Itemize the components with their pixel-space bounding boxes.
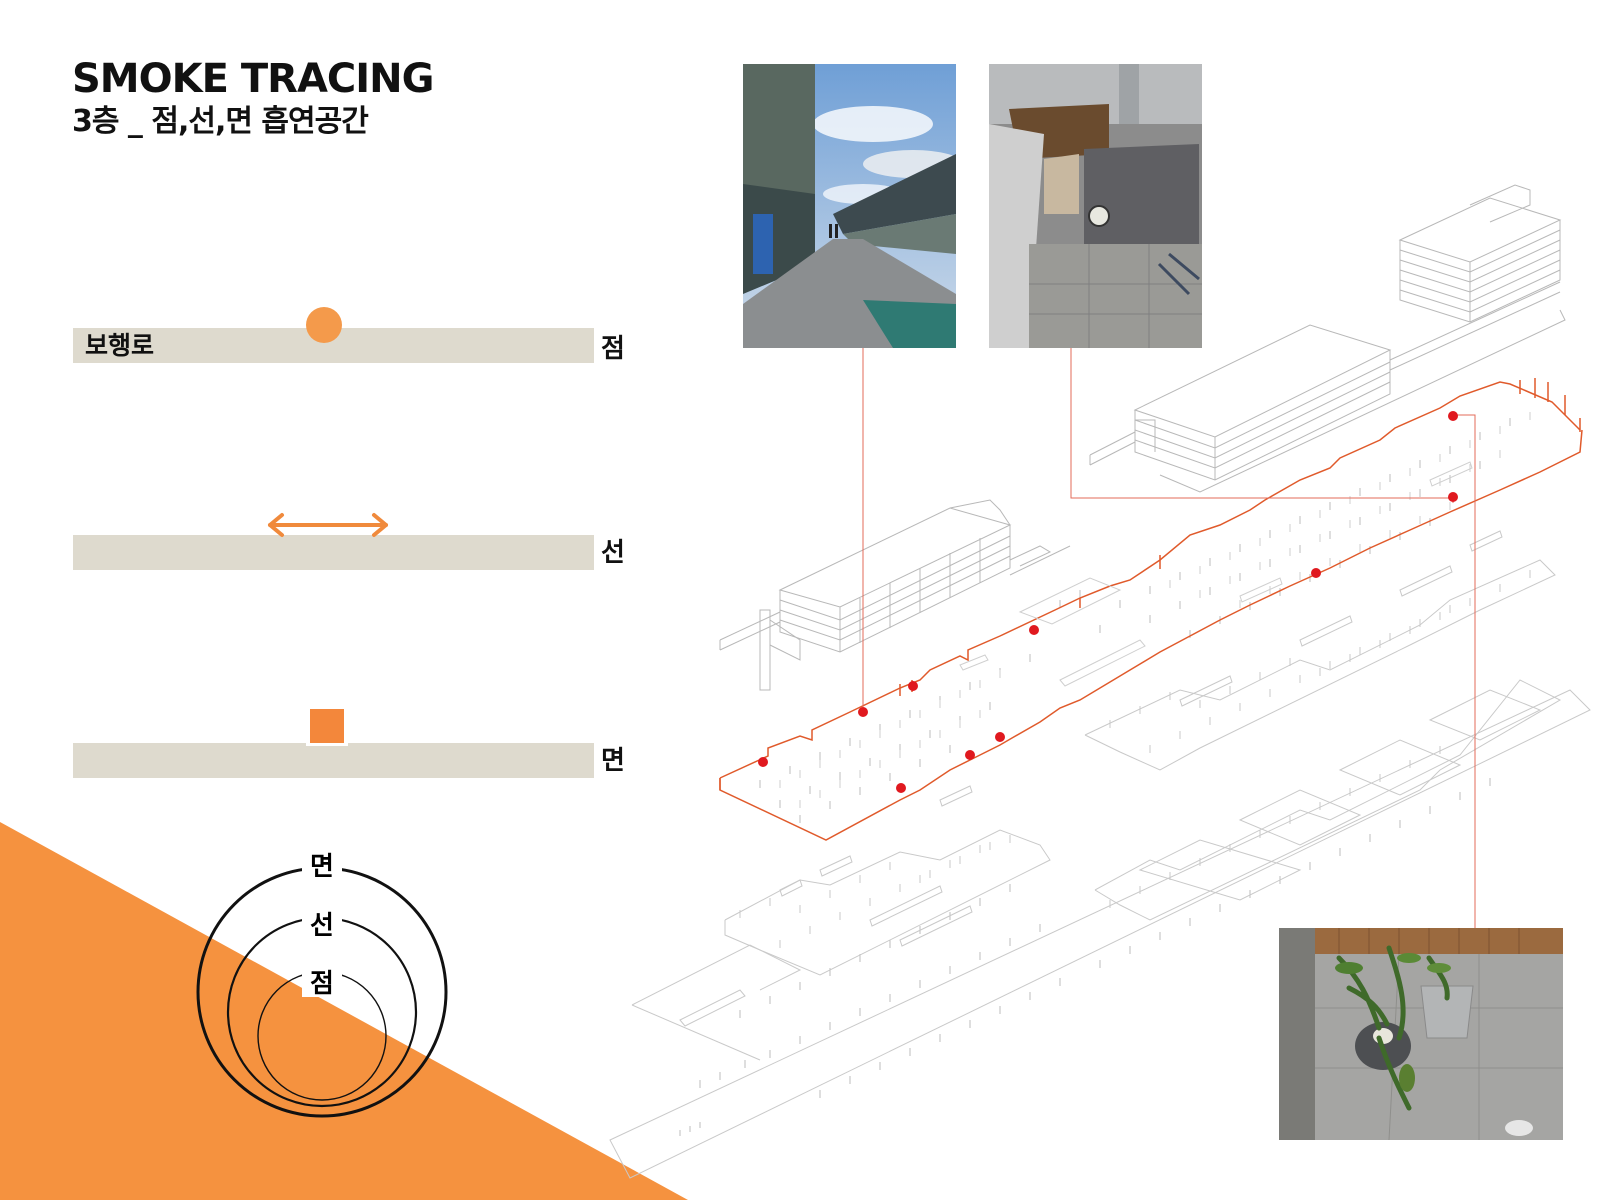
first-floor-right-outline — [1094, 679, 1562, 921]
smoking-spot-markers — [758, 411, 1458, 793]
photo-plant-corner — [1279, 928, 1563, 1140]
ground-floor-columns — [679, 778, 1491, 1136]
plane-label: 면 — [601, 746, 625, 776]
walkway-bar-line — [73, 535, 594, 570]
page-title: SMOKE TRACING — [72, 56, 434, 102]
ground-floor-slab — [609, 689, 1591, 1179]
third-floor-columns — [759, 418, 1511, 823]
point-circle-icon — [306, 307, 342, 343]
square-notch — [306, 740, 348, 746]
third-floor-highlight — [719, 378, 1583, 841]
right-office-building — [1089, 184, 1566, 493]
walkway-bar-plane — [73, 743, 594, 778]
line-label: 선 — [601, 538, 625, 568]
walkway-label: 보행로 — [85, 331, 155, 360]
third-floor-columns-highlight — [779, 412, 1531, 808]
first-floor-outline — [724, 785, 1051, 976]
photo-walkway — [743, 64, 956, 348]
photo-rooftop-table — [989, 64, 1202, 348]
second-floor-outline — [1084, 530, 1556, 771]
page-subtitle: 3층 _ 점,선,면 흡연공간 — [72, 104, 369, 139]
point-label: 점 — [601, 334, 625, 364]
left-apartment-building — [719, 499, 1071, 691]
plane-square-icon — [310, 709, 344, 743]
photo-connector-lines — [862, 346, 1476, 928]
